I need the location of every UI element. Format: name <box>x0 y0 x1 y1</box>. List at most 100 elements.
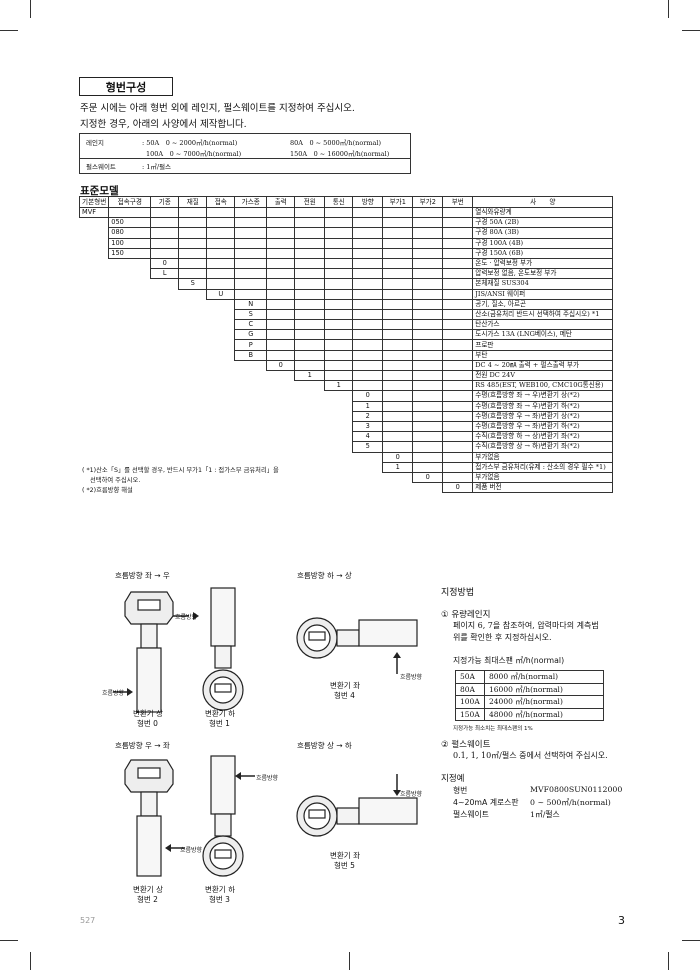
empty-cell <box>352 278 384 290</box>
blank-cell <box>151 340 179 350</box>
empty-cell <box>206 227 236 239</box>
blank-cell <box>267 391 295 401</box>
cap-note: 지정가능 최소치는 최대스팬의 1% <box>453 726 533 732</box>
empty-cell <box>382 390 414 402</box>
empty-cell <box>412 461 444 473</box>
blank-cell <box>109 269 151 279</box>
blank-cell <box>80 218 109 228</box>
empty-cell <box>442 441 474 453</box>
empty-cell <box>412 247 444 259</box>
ex-value-2: 0 ~ 500㎥/h(normal) <box>530 798 611 807</box>
blank-cell <box>179 350 207 360</box>
code-cell: C <box>234 319 268 331</box>
blank-cell <box>267 483 295 493</box>
blank-cell <box>109 299 151 309</box>
empty-cell <box>234 268 268 280</box>
blank-cell <box>295 391 325 401</box>
blank-cell <box>109 401 151 411</box>
empty-cell <box>206 206 236 219</box>
spec-cell: 온도 · 압력보정 부가 <box>472 257 614 270</box>
empty-cell <box>382 349 414 361</box>
blank-cell <box>80 350 109 360</box>
empty-cell <box>442 359 474 372</box>
empty-cell <box>352 288 384 300</box>
flow-label: 흐름방향 <box>400 674 423 681</box>
caption-3-a: 변환기 하 <box>205 885 235 894</box>
blank-cell <box>235 360 267 370</box>
blank-cell <box>325 462 353 472</box>
empty-cell <box>412 288 444 300</box>
blank-cell <box>151 452 179 462</box>
code-cell: G <box>234 329 268 341</box>
flow-diagram-5 <box>296 774 418 837</box>
footer-code: 527 <box>80 916 96 925</box>
code-cell: U <box>206 288 236 300</box>
intro-line-1: 주문 시에는 아래 형번 외에 레인지, 펄스웨이트를 지정하여 주십시오. <box>80 103 355 114</box>
blank-cell <box>353 472 383 482</box>
code-cell: 0 <box>412 471 444 484</box>
blank-cell <box>179 309 207 319</box>
blank-cell <box>207 401 235 411</box>
blank-cell <box>109 350 151 360</box>
empty-cell <box>442 227 474 239</box>
spec-cell: 구경 80A (3B) <box>472 227 614 239</box>
empty-cell <box>150 247 180 259</box>
blank-cell <box>80 320 109 330</box>
blank-cell <box>235 411 267 421</box>
divider <box>80 158 410 159</box>
blank-cell <box>207 442 235 452</box>
empty-cell <box>266 278 296 290</box>
empty-cell <box>442 410 474 422</box>
empty-cell <box>442 400 474 412</box>
blank-cell <box>179 452 207 462</box>
flow-lr-title: 흐름방향 좌 → 우 <box>115 571 170 580</box>
empty-cell <box>442 206 474 219</box>
intro-line-2: 지정한 경우, 아래의 사양에서 제작합니다. <box>80 119 247 130</box>
empty-cell <box>412 441 444 453</box>
blank-cell <box>325 472 353 482</box>
blank-cell <box>207 483 235 493</box>
empty-cell <box>352 298 384 310</box>
blank-cell <box>179 483 207 493</box>
empty-cell <box>442 431 474 443</box>
size-cell: 150A <box>455 707 485 721</box>
code-cell: 1 <box>352 400 384 412</box>
empty-cell <box>412 349 444 361</box>
empty-cell <box>442 349 474 361</box>
blank-cell <box>207 330 235 340</box>
empty-cell <box>442 451 474 463</box>
empty-cell <box>324 349 354 361</box>
ex-label-3: 펄스웨이트 <box>453 810 489 819</box>
blank-cell <box>207 371 235 381</box>
spec-cell: 구경 150A (6B) <box>472 247 614 259</box>
pulse-label: 펄스웨이트 <box>86 163 116 171</box>
empty-cell <box>294 298 326 310</box>
blank-cell <box>80 421 109 431</box>
empty-cell <box>294 278 326 290</box>
blank-cell <box>295 432 325 442</box>
empty-cell <box>442 288 474 300</box>
empty-cell <box>442 237 474 249</box>
caption-3-b: 형번 3 <box>209 895 230 904</box>
empty-cell <box>412 410 444 422</box>
code-cell: N <box>234 298 268 310</box>
blank-cell <box>325 483 353 493</box>
empty-cell <box>412 268 444 280</box>
empty-cell <box>294 288 326 300</box>
empty-cell <box>412 319 444 331</box>
blank-cell <box>353 452 383 462</box>
empty-cell <box>382 329 414 341</box>
empty-cell <box>324 369 354 382</box>
empty-cell <box>382 339 414 351</box>
empty-cell <box>412 227 444 239</box>
code-cell: P <box>234 339 268 351</box>
